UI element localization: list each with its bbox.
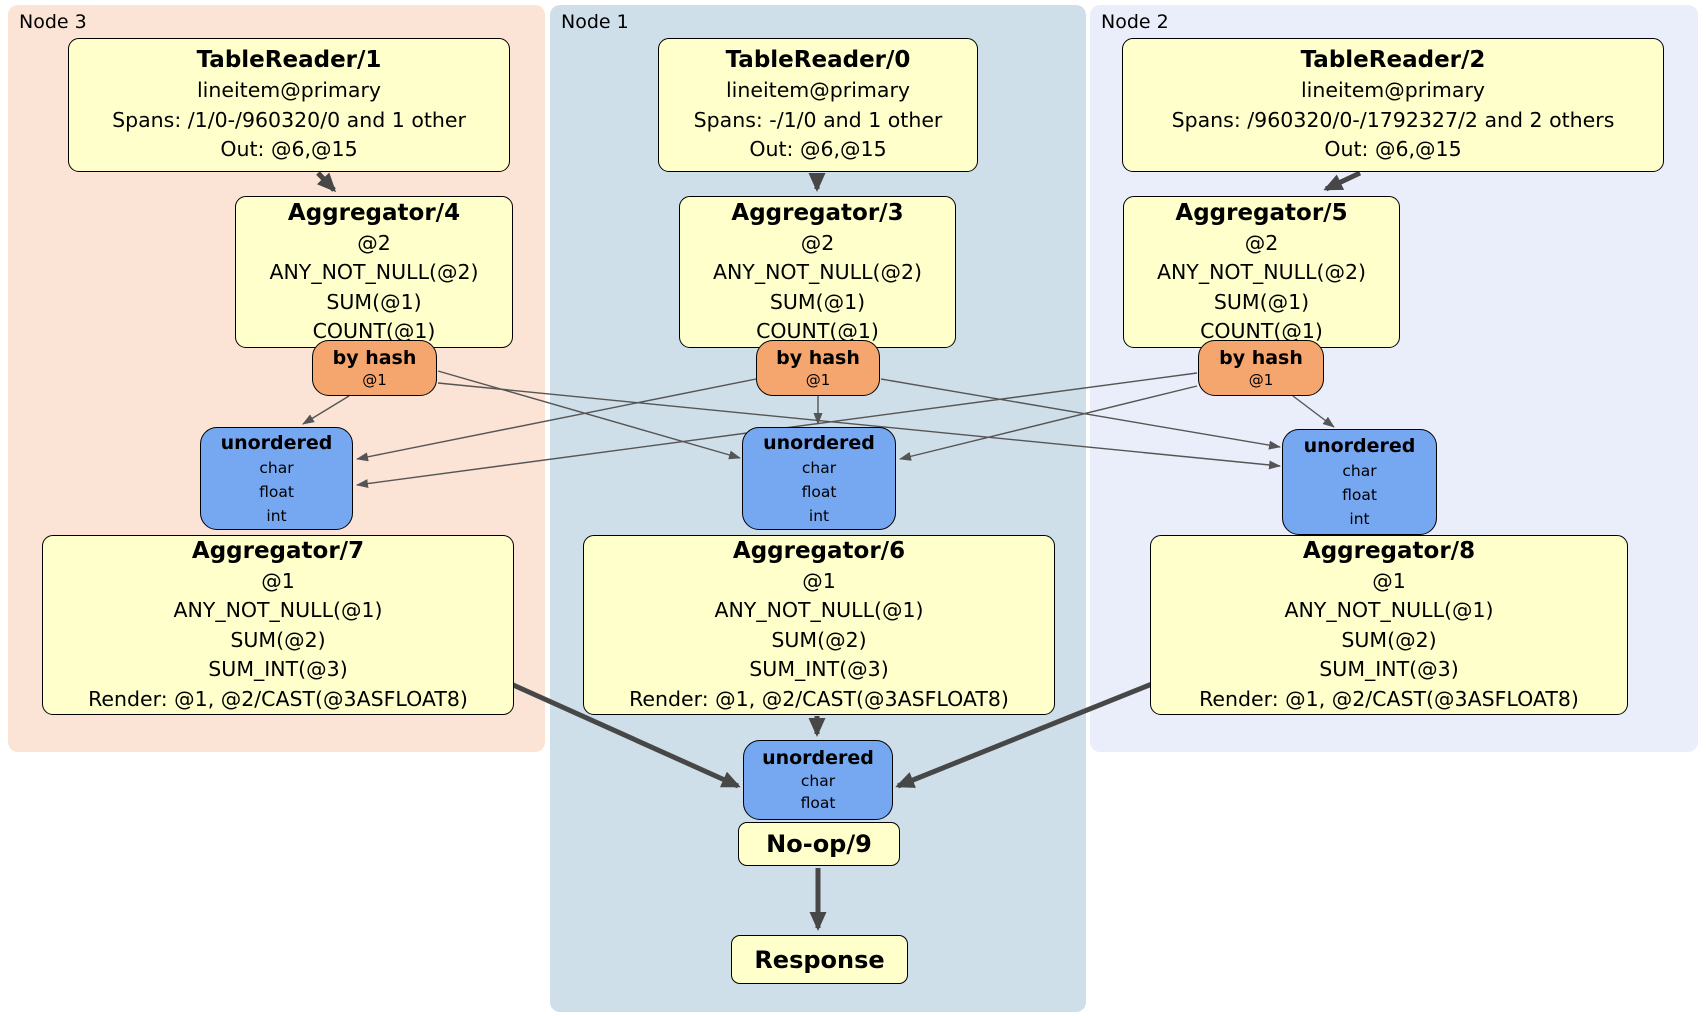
unordered-sync-node3: unordered char float int <box>200 427 353 530</box>
processor-line: SUM_INT(@3) <box>749 657 889 682</box>
processor-line: ANY_NOT_NULL(@1) <box>714 598 924 623</box>
processor-line: SUM(@2) <box>1341 627 1437 652</box>
processor-title: TableReader/1 <box>196 47 382 74</box>
sync-type: int <box>808 506 830 525</box>
processor-title: TableReader/0 <box>725 47 911 74</box>
processor-line: lineitem@primary <box>1300 78 1486 103</box>
sync-type: float <box>1342 486 1377 504</box>
processor-line: Render: @1, @2/CAST(@3ASFLOAT8) <box>1199 686 1579 711</box>
processor-line: SUM(@2) <box>771 627 867 652</box>
processor-line: SUM(@2) <box>230 627 326 652</box>
processor-line: COUNT(@1) <box>756 319 879 343</box>
processor-title: Aggregator/6 <box>732 537 906 564</box>
processor-line: lineitem@primary <box>725 78 911 103</box>
sync-type: float <box>259 482 294 501</box>
processor-line: COUNT(@1) <box>1200 319 1323 343</box>
unordered-sync-final: unordered char float <box>743 740 893 820</box>
sync-type: float <box>800 794 836 812</box>
processor-line: @1 <box>802 568 836 593</box>
aggregator-6: Aggregator/6 @1 ANY_NOT_NULL(@1) SUM(@2)… <box>583 535 1055 715</box>
aggregator-5: Aggregator/5 @2 ANY_NOT_NULL(@2) SUM(@1)… <box>1123 196 1400 348</box>
aggregator-3: Aggregator/3 @2 ANY_NOT_NULL(@2) SUM(@1)… <box>679 196 956 348</box>
processor-title: No-op/9 <box>766 830 872 858</box>
sync-type: char <box>801 458 837 477</box>
unordered-sync-node1: unordered char float int <box>742 427 896 530</box>
region-node3-label: Node 3 <box>19 11 87 33</box>
processor-line: Out: @6,@15 <box>749 137 887 162</box>
processor-title: Aggregator/5 <box>1175 199 1348 226</box>
processor-line: @1 <box>261 568 295 593</box>
processor-line: ANY_NOT_NULL(@2) <box>712 260 923 284</box>
router-detail: @1 <box>1248 371 1274 389</box>
processor-line: SUM(@1) <box>326 289 422 314</box>
processor-title: Aggregator/8 <box>1302 537 1476 564</box>
processor-line: @2 <box>1244 230 1279 255</box>
processor-title: Aggregator/4 <box>287 199 461 226</box>
sync-type: int <box>266 506 287 525</box>
unordered-sync-node2: unordered char float int <box>1282 429 1437 535</box>
processor-line: SUM(@1) <box>769 289 866 314</box>
aggregator-7: Aggregator/7 @1 ANY_NOT_NULL(@1) SUM(@2)… <box>42 535 514 715</box>
processor-title: TableReader/2 <box>1300 47 1486 74</box>
sync-title: unordered <box>763 431 875 454</box>
aggregator-8: Aggregator/8 @1 ANY_NOT_NULL(@1) SUM(@2)… <box>1150 535 1628 715</box>
processor-line: SUM(@1) <box>1213 289 1310 314</box>
processor-line: SUM_INT(@3) <box>208 657 348 682</box>
sync-type: char <box>1342 462 1377 480</box>
region-node1-label: Node 1 <box>561 11 629 33</box>
processor-line: Spans: /1/0-/960320/0 and 1 other <box>112 107 466 132</box>
byhash-router-node1: by hash @1 <box>756 340 880 396</box>
processor-line: @2 <box>357 230 391 255</box>
sync-type: char <box>259 458 294 477</box>
router-title: by hash <box>776 347 860 369</box>
processor-line: ANY_NOT_NULL(@2) <box>269 260 479 284</box>
processor-line: Spans: -/1/0 and 1 other <box>693 107 943 132</box>
processor-line: @2 <box>800 230 835 255</box>
tablereader-2: TableReader/2 lineitem@primary Spans: /9… <box>1122 38 1664 172</box>
byhash-router-node3: by hash @1 <box>312 340 437 396</box>
processor-line: Spans: /960320/0-/1792327/2 and 2 others <box>1171 107 1615 132</box>
processor-line: @1 <box>1372 568 1406 593</box>
router-detail: @1 <box>362 371 387 389</box>
processor-line: COUNT(@1) <box>312 319 436 343</box>
processor-line: Render: @1, @2/CAST(@3ASFLOAT8) <box>88 686 468 711</box>
processor-line: Out: @6,@15 <box>1324 137 1462 162</box>
tablereader-1: TableReader/1 lineitem@primary Spans: /1… <box>68 38 510 172</box>
sync-title: unordered <box>220 431 333 454</box>
byhash-router-node2: by hash @1 <box>1198 340 1324 396</box>
tablereader-0: TableReader/0 lineitem@primary Spans: -/… <box>658 38 978 172</box>
router-detail: @1 <box>805 371 831 389</box>
sync-type: char <box>800 772 836 790</box>
processor-line: ANY_NOT_NULL(@2) <box>1156 260 1367 284</box>
processor-line: ANY_NOT_NULL(@1) <box>173 598 383 623</box>
processor-line: Out: @6,@15 <box>220 137 358 162</box>
sync-title: unordered <box>1303 435 1416 457</box>
processor-line: SUM_INT(@3) <box>1319 657 1459 682</box>
region-node2-label: Node 2 <box>1101 11 1169 33</box>
processor-title: Response <box>754 945 885 974</box>
processor-line: Render: @1, @2/CAST(@3ASFLOAT8) <box>629 686 1009 711</box>
aggregator-4: Aggregator/4 @2 ANY_NOT_NULL(@2) SUM(@1)… <box>235 196 513 348</box>
processor-line: lineitem@primary <box>196 78 382 103</box>
sync-type: float <box>801 482 837 501</box>
sync-type: int <box>1349 510 1370 528</box>
response-processor: Response <box>731 935 908 984</box>
router-title: by hash <box>1219 347 1303 369</box>
noop-processor: No-op/9 <box>738 822 900 866</box>
router-title: by hash <box>332 347 417 369</box>
processor-line: ANY_NOT_NULL(@1) <box>1284 598 1494 623</box>
sync-title: unordered <box>762 747 874 769</box>
processor-title: Aggregator/7 <box>191 537 365 564</box>
processor-title: Aggregator/3 <box>731 199 904 226</box>
